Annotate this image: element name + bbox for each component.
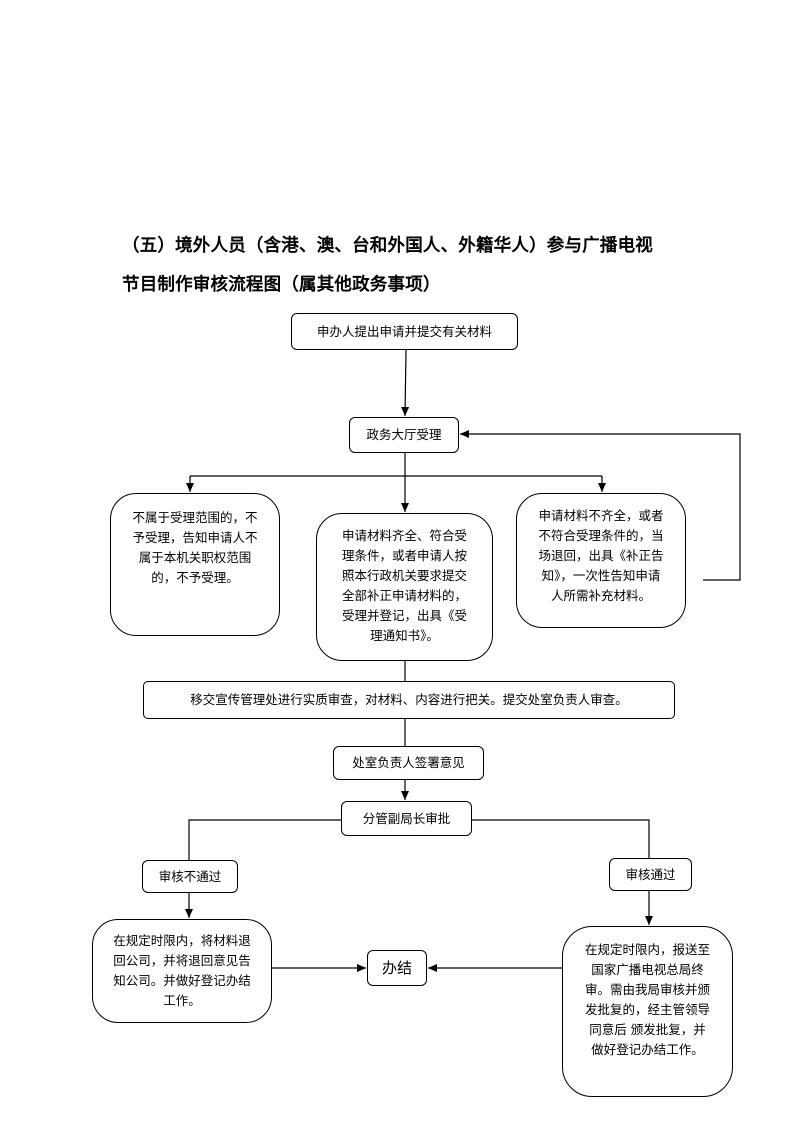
node-report-line: 同意后 颁发批复，并 — [589, 1022, 706, 1037]
node-apply: 申办人提出申请并提交有关材料 — [291, 313, 518, 350]
connector-deputy-to-pass — [472, 819, 650, 858]
node-reject: 不属于受理范围的，不 予受理，告知申请人不 属于本机关职权范围 的，不予受理。 — [110, 493, 280, 636]
node-report-line: 国家广播电视总局终 — [591, 962, 704, 977]
node-apply-text: 申办人提出申请并提交有关材料 — [316, 323, 492, 339]
node-accept-line: 理条件，或者申请人按 — [341, 548, 467, 563]
node-return-line: 知公司。并做好登记办结 — [113, 973, 251, 988]
node-accept: 申请材料齐全、符合受 理条件，或者申请人按 照本行政机关要求提交 全部补正申请材… — [316, 513, 493, 661]
arrow-apply-to-hall — [401, 349, 410, 417]
node-supplement-line: 不符合受理条件的，当 — [538, 528, 664, 543]
node-return-materials: 在规定时限内，将材料退 回公司，并将退回意见告 知公司。并做好登记办结 工作。 — [92, 919, 272, 1023]
node-report-line: 审。需由我局审核并颁 — [584, 982, 710, 997]
node-transfer-review-text: 移交宣传管理处进行实质审查，对材料、内容进行把关。提交处室负责人审查。 — [190, 692, 628, 707]
arrow-supplement-loop-to-hall — [460, 430, 741, 581]
node-supplement-line: 场退回，出具《补正告 — [538, 548, 664, 563]
node-return-line: 回公司，并将退回意见告 — [113, 953, 251, 968]
node-review-pass: 审核通过 — [609, 858, 692, 891]
node-reject-line: 不属于受理范围的，不 — [132, 510, 258, 525]
node-return-line: 在规定时限内，将材料退 — [113, 933, 251, 948]
node-accept-line: 照本行政机关要求提交 — [341, 568, 467, 583]
node-report-line: 做好登记办结工作。 — [591, 1042, 704, 1057]
node-review-pass-text: 审核通过 — [625, 866, 676, 882]
node-service-hall-text: 政务大厅受理 — [366, 427, 442, 442]
node-accept-line: 全部补正申请材料的， — [341, 588, 467, 603]
node-supplement-line: 人所需补充材料。 — [550, 588, 651, 603]
node-reject-line: 予受理，告知申请人不 — [132, 530, 258, 545]
node-completed: 办结 — [367, 950, 427, 986]
node-accept-line: 受理并登记，出具《受 — [341, 608, 467, 623]
node-report-line: 发批复的，经主管领导 — [584, 1002, 710, 1017]
node-accept-line: 申请材料齐全、符合受 — [341, 528, 467, 543]
node-supplement-line: 申请材料不齐全，或者 — [538, 508, 664, 523]
connector-deputy-to-fail — [188, 819, 341, 860]
node-service-hall: 政务大厅受理 — [349, 417, 459, 453]
node-supplement: 申请材料不齐全，或者 不符合受理条件的，当 场退回，出具《补正告 知》，一次性告… — [516, 493, 686, 628]
node-division-sign-text: 处室负责人签署意见 — [352, 755, 465, 770]
node-review-fail-text: 审核不通过 — [158, 868, 222, 884]
page-title-line-2: 节目制作审核流程图（属其他政务事项） — [122, 275, 441, 295]
node-accept-line: 理通知书》。 — [370, 628, 439, 643]
node-reject-line: 属于本机关职权范围 — [138, 550, 252, 565]
node-report-final-review: 在规定时限内，报送至 国家广播电视总局终 审。需由我局审核并颁 发批复的，经主管… — [562, 926, 733, 1097]
node-review-fail: 审核不通过 — [142, 860, 238, 893]
node-deputy-approval: 分管副局长审批 — [341, 801, 472, 836]
node-transfer-review: 移交宣传管理处进行实质审查，对材料、内容进行把关。提交处室负责人审查。 — [143, 681, 675, 719]
node-deputy-approval-text: 分管副局长审批 — [362, 810, 451, 826]
node-division-sign: 处室负责人签署意见 — [333, 746, 484, 780]
node-reject-line: 的，不予受理。 — [151, 570, 239, 585]
node-supplement-line: 知》，一次性告知申请 — [541, 568, 661, 583]
node-report-line: 在规定时限内，报送至 — [584, 942, 710, 957]
page-title-line-1: （五）境外人员（含港、澳、台和外国人、外籍华人）参与广播电视 — [122, 236, 653, 256]
node-return-line: 工作。 — [163, 993, 201, 1008]
node-completed-text: 办结 — [381, 959, 412, 977]
